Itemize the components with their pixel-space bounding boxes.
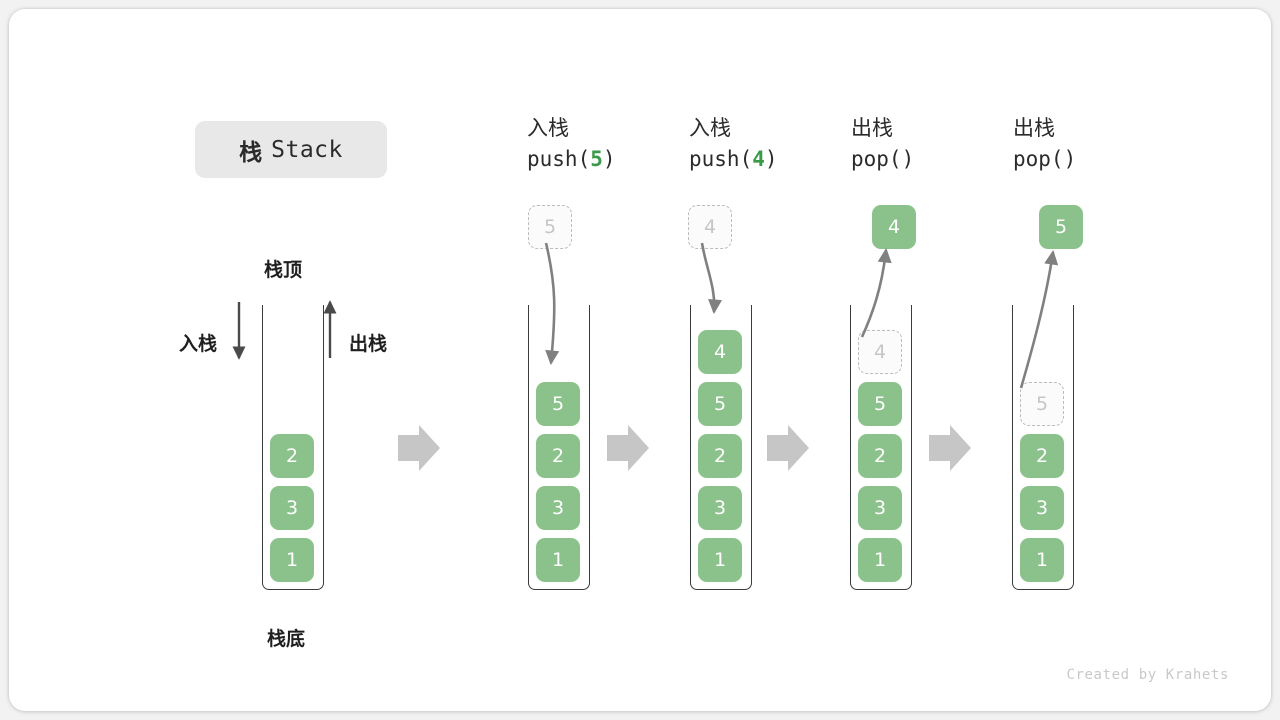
stack-vessel-push4 <box>690 305 752 590</box>
code-fn: push( <box>689 147 753 171</box>
title-en: Stack <box>271 136 343 163</box>
heading-cn: 出栈 <box>851 116 893 140</box>
code-tail: ) <box>1063 147 1077 171</box>
credit-text: Created by Krahets <box>1066 667 1229 683</box>
stack-bottom-label: 栈底 <box>267 628 306 650</box>
ghost-cell-incoming: 4 <box>688 205 732 249</box>
diagram-title: 栈 Stack <box>195 121 387 178</box>
popped-cell: 5 <box>1039 205 1083 249</box>
stack-cell: 3 <box>270 486 314 530</box>
stack-cell: 4 <box>698 330 742 374</box>
heading-push5: 入栈 push(5) <box>527 113 616 175</box>
heading-cn: 入栈 <box>527 116 569 140</box>
ghost-cell-vacated: 5 <box>1020 382 1064 426</box>
ghost-cell-vacated: 4 <box>858 330 902 374</box>
code-arg: 5 <box>590 147 603 171</box>
stack-cell: 3 <box>536 486 580 530</box>
stack-cell: 3 <box>698 486 742 530</box>
title-cn: 栈 <box>239 139 263 166</box>
popped-cell: 4 <box>872 205 916 249</box>
diagram-card: 栈 Stack 栈顶 栈底 入栈 出栈 2 3 1 入栈 push(5) 5 5… <box>9 9 1271 711</box>
stack-cell: 2 <box>698 434 742 478</box>
push-side-label: 入栈 <box>179 333 218 355</box>
stack-cell: 2 <box>858 434 902 478</box>
heading-code: push(4) <box>689 143 778 175</box>
stack-cell: 1 <box>1020 538 1064 582</box>
stack-cell: 2 <box>536 434 580 478</box>
code-tail: ) <box>602 147 616 171</box>
stack-cell: 1 <box>858 538 902 582</box>
stack-cell: 5 <box>536 382 580 426</box>
stack-top-label: 栈顶 <box>264 259 303 281</box>
stack-vessel-initial <box>262 305 324 590</box>
heading-pop1: 出栈 pop() <box>851 113 914 175</box>
stack-vessel-push5 <box>528 305 590 590</box>
stack-cell: 5 <box>858 382 902 426</box>
stack-cell: 2 <box>270 434 314 478</box>
heading-code: pop() <box>1013 143 1076 175</box>
heading-push4: 入栈 push(4) <box>689 113 778 175</box>
heading-code: pop() <box>851 143 914 175</box>
stack-cell: 2 <box>1020 434 1064 478</box>
code-fn: pop( <box>851 147 902 171</box>
stack-vessel-pop2 <box>1012 305 1074 590</box>
pop-side-label: 出栈 <box>349 333 388 355</box>
stack-cell: 3 <box>1020 486 1064 530</box>
stack-cell: 1 <box>536 538 580 582</box>
code-fn: push( <box>527 147 591 171</box>
stack-vessel-pop1 <box>850 305 912 590</box>
stack-cell: 1 <box>698 538 742 582</box>
code-tail: ) <box>764 147 778 171</box>
heading-cn: 入栈 <box>689 116 731 140</box>
heading-cn: 出栈 <box>1013 116 1055 140</box>
code-arg: 4 <box>752 147 765 171</box>
stack-cell: 1 <box>270 538 314 582</box>
stack-cell: 5 <box>698 382 742 426</box>
heading-pop2: 出栈 pop() <box>1013 113 1076 175</box>
code-tail: ) <box>901 147 915 171</box>
code-fn: pop( <box>1013 147 1064 171</box>
stack-cell: 3 <box>858 486 902 530</box>
heading-code: push(5) <box>527 143 616 175</box>
ghost-cell-incoming: 5 <box>528 205 572 249</box>
